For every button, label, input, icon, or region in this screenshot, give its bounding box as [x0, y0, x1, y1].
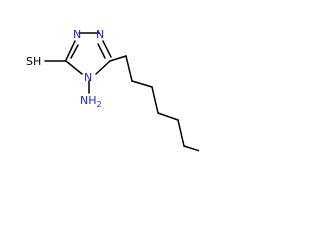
atom-n1-label: N: [73, 28, 81, 41]
bond-chain-4: [151, 86, 159, 114]
bond-c5-n4: [95, 60, 111, 75]
bond-n2-c5: [102, 40, 112, 58]
atom-amino-label: NH2: [80, 94, 102, 109]
bond-chain-3: [131, 80, 153, 88]
bond-chain-5: [157, 112, 179, 121]
atom-sulfur-label: SH: [26, 55, 41, 68]
bond-chain-1: [109, 55, 127, 62]
atom-n4-label: N: [84, 71, 92, 84]
molecule-structure: N N SH N NH2: [26, 28, 199, 152]
molecule-canvas: N N SH N NH2: [0, 0, 199, 184]
bond-chain-7: [183, 145, 199, 152]
bond-n4-c3: [65, 60, 83, 75]
bond-chain-6: [177, 119, 185, 147]
bond-chain-2: [125, 55, 133, 82]
bond-c5-n2-double: [97, 43, 106, 59]
amino-nh: NH: [80, 94, 97, 107]
amino-subscript: 2: [97, 100, 102, 109]
bond-c3-n1: [65, 40, 76, 61]
bond-c3-n1-double: [70, 44, 79, 59]
atom-n2-label: N: [96, 28, 104, 41]
